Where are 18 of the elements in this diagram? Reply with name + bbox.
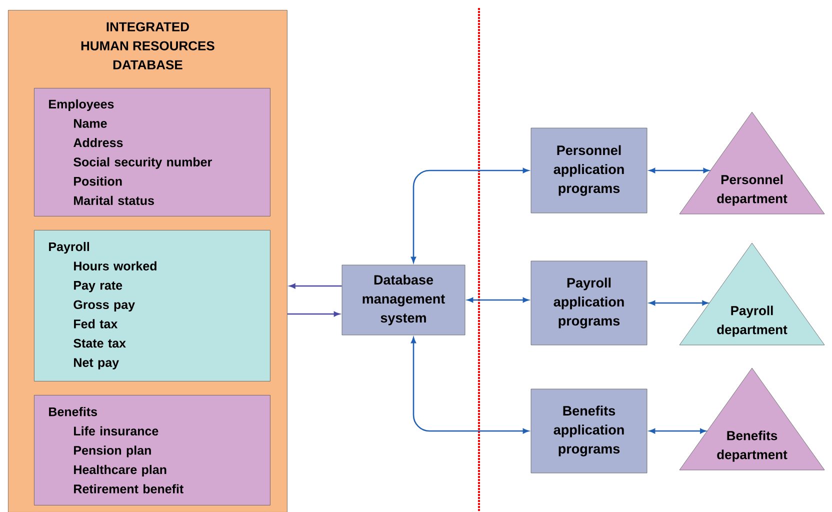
arrow bbox=[410, 337, 529, 434]
arrow bbox=[467, 297, 529, 303]
arrow bbox=[649, 168, 710, 174]
record-box: Benefits Life insurance Pension plan Healthcare plan Retirement benefit bbox=[34, 395, 270, 506]
process-box: Personnel application programs bbox=[530, 128, 648, 214]
process-box: Database management system bbox=[342, 264, 466, 336]
process-box: Payroll application programs bbox=[530, 260, 648, 346]
arrow bbox=[289, 284, 342, 289]
record-box: Payroll Hours worked Pay rate Gross pay Fed tax State tax Net pay bbox=[34, 230, 270, 382]
arrow bbox=[410, 168, 529, 263]
record-box: Employees Name Address Social security number Position Marital status bbox=[34, 88, 270, 216]
department-triangle: Benefits department bbox=[679, 368, 825, 470]
arrow bbox=[649, 428, 706, 434]
department-triangle: Personnel department bbox=[679, 112, 825, 214]
department-triangle: Payroll department bbox=[679, 242, 825, 346]
arrow bbox=[649, 300, 708, 306]
arrow bbox=[287, 311, 340, 317]
process-box: Benefits application programs bbox=[530, 388, 648, 474]
